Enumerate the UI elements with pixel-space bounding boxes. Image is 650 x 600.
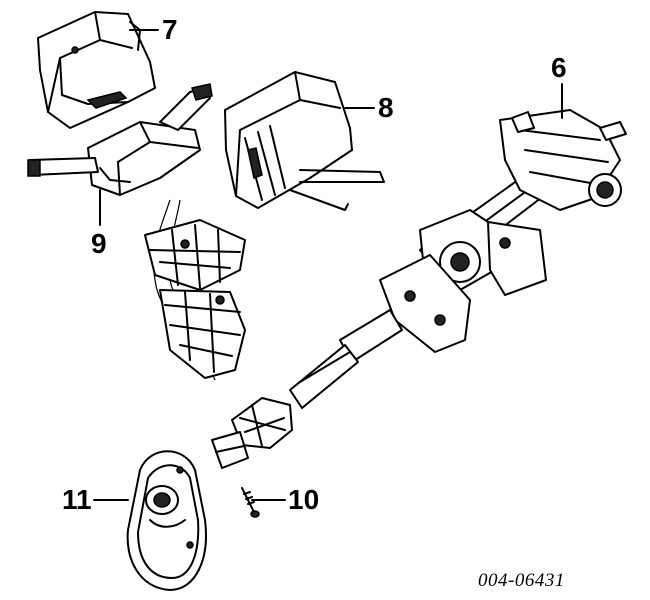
wiring-harness — [144, 199, 246, 381]
part-8-lower-shroud — [224, 71, 385, 211]
part-9-multifunction-switch — [27, 83, 213, 196]
document-number: 004-06431 — [478, 570, 565, 591]
callout-7: 7 — [162, 14, 178, 45]
callout-6: 6 — [551, 52, 567, 83]
part-6-steering-column — [211, 109, 627, 469]
callout-9: 9 — [91, 228, 107, 259]
part-10-screw — [241, 487, 260, 518]
callout-10: 10 — [288, 484, 320, 515]
callout-11: 11 — [62, 484, 92, 515]
part-11-column-cover — [126, 450, 207, 591]
callout-8: 8 — [378, 92, 394, 123]
